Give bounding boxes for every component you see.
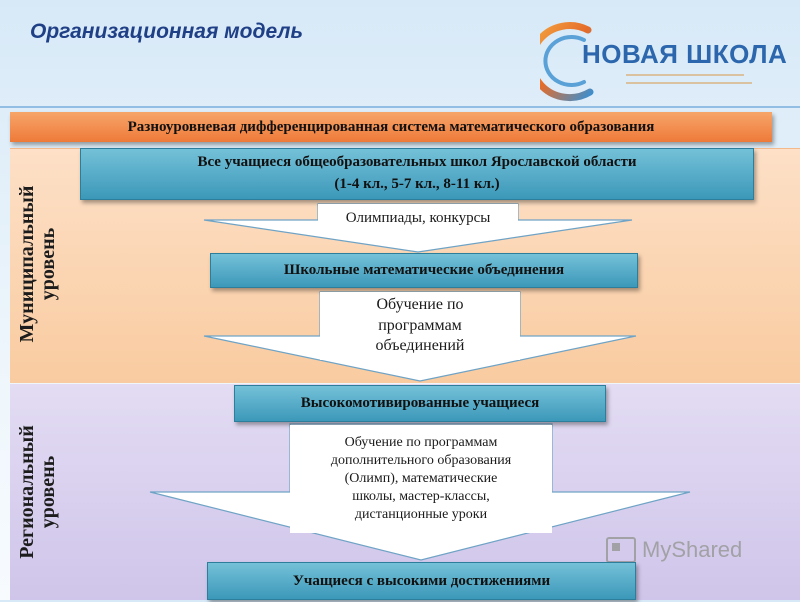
arrow-line: дистанционные уроки [354, 507, 488, 523]
system-banner: Разноуровневая дифференцированная систем… [10, 112, 772, 142]
watermark: MyShared [606, 537, 742, 563]
page-title: Организационная модель [30, 20, 303, 43]
training-programs-label: Обучение по программам объединений [320, 292, 520, 360]
presentation-icon [606, 537, 636, 563]
logo-subtitle-line [626, 82, 752, 84]
school-math-box: Школьные математические объединения [210, 253, 638, 288]
all-students-box: Все учащиеся общеобразовательных школ Яр… [80, 148, 754, 200]
box-line: Все учащиеся общеобразовательных школ Яр… [197, 154, 637, 171]
arrow-line: (Олимп), математические [344, 470, 498, 486]
arrow-line: Обучение по программам [344, 434, 498, 450]
additional-education-label: Обучение по программам дополнительного о… [290, 425, 552, 533]
logo-text: НОВАЯ ШКОЛА [582, 39, 788, 69]
high-achievers-box: Учащиеся с высокими достижениями [207, 562, 636, 600]
arrow-line: Обучение по [376, 295, 464, 313]
box-line: (1-4 кл., 5-7 кл., 8-11 кл.) [334, 176, 500, 192]
olympiads-label: Олимпиады, конкурсы [318, 204, 518, 232]
logo-subtitle-line [626, 74, 744, 76]
arrow-line: дополнительного образования [330, 452, 512, 468]
watermark-text: MyShared [642, 537, 743, 562]
arrow-line: объединений [375, 337, 465, 355]
arrow-line: школы, мастер-классы, [352, 489, 490, 505]
arrow-line: программам [378, 316, 462, 334]
highly-motivated-box: Высокомотивированные учащиеся [234, 385, 606, 422]
header-divider [0, 106, 800, 108]
